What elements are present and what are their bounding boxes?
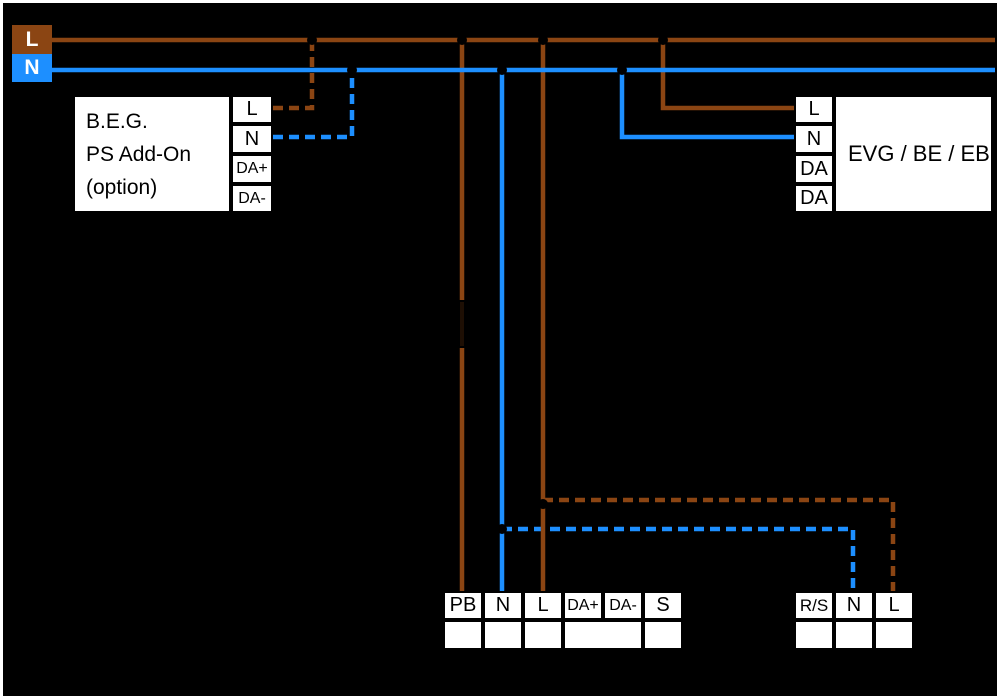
mains-live-legend-box: L [12, 25, 52, 54]
junction-dot [538, 499, 548, 509]
ps-addon-title-line1: B.E.G. [86, 109, 148, 133]
junction-dot [497, 524, 507, 534]
junction-dot [617, 65, 627, 75]
load-terminal-l: L [874, 591, 914, 620]
sensor-terminal-s: S [643, 591, 683, 620]
sensor-terminal-l: L [523, 591, 563, 620]
sensor-terminal-pb: PB [443, 591, 483, 620]
ps-addon-terminal-n: N [231, 124, 273, 154]
junction-dot [497, 65, 507, 75]
neutral-wire-to-evg [619, 72, 794, 140]
load-strip-empty-cell [794, 620, 834, 650]
ps-addon-title-line3: (option) [86, 175, 158, 199]
load-terminal-rs: R/S [794, 591, 834, 620]
ps-addon-box: B.E.G. PS Add-On (option) [73, 95, 231, 213]
evg-terminal-da1: DA [794, 154, 834, 184]
sensor-strip-empty-cell [443, 620, 483, 650]
ps-addon-terminal-da-plus: DA+ [231, 154, 273, 184]
evg-terminal-n: N [794, 124, 834, 154]
sensor-strip-empty-cell [483, 620, 523, 650]
evg-terminal-da2: DA [794, 184, 834, 213]
junction-dot [538, 35, 548, 45]
sensor-terminal-da-plus: DA+ [563, 591, 603, 620]
dashed-live-wire-to-load-strip [543, 497, 896, 591]
sensor-strip-empty-cell-wide [563, 620, 643, 650]
sensor-terminal-da-minus: DA- [603, 591, 643, 620]
live-wire-to-evg [660, 42, 794, 111]
junction-dot [457, 35, 467, 45]
load-strip-empty-cell [834, 620, 874, 650]
evg-box-label: EVG / BE / EB [848, 141, 990, 166]
ps-addon-terminal-l: L [231, 95, 273, 124]
sensor-strip-empty-cell [523, 620, 563, 650]
mains-neutral-legend-box: N [12, 54, 52, 82]
evg-terminal-l: L [794, 95, 834, 124]
dashed-neutral-wire-to-load-strip [502, 526, 856, 591]
dashed-live-wire-ps-addon [273, 43, 315, 111]
junction-dot [347, 65, 357, 75]
junction-dot [658, 35, 668, 45]
ps-addon-title-line2: PS Add-On [86, 142, 192, 166]
junction-dots [307, 35, 668, 534]
mains-neutral-label: N [24, 56, 40, 79]
sensor-terminal-n: N [483, 591, 523, 620]
mains-live-label: L [25, 27, 39, 51]
evg-box: EVG / BE / EB [834, 95, 993, 213]
junction-dot [307, 35, 317, 45]
ps-addon-terminal-da-minus: DA- [231, 184, 273, 213]
sensor-strip-empty-cell [643, 620, 683, 650]
load-strip-empty-cell [874, 620, 914, 650]
load-terminal-n: N [834, 591, 874, 620]
